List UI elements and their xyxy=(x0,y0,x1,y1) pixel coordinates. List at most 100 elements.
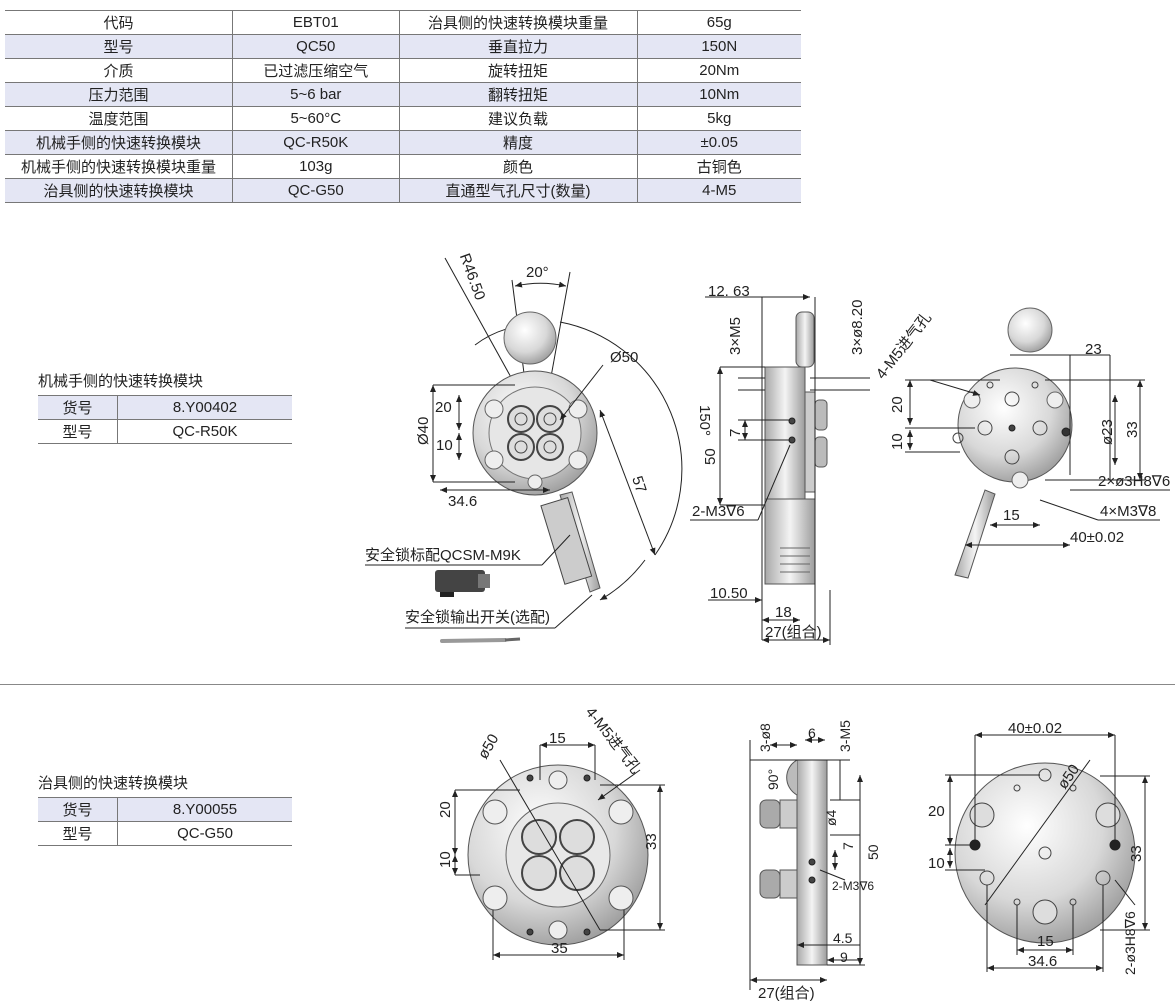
row-value: QC-R50K xyxy=(117,419,292,444)
dim-10: 10 xyxy=(928,855,945,872)
dim-3xm5: 3×M5 xyxy=(727,317,744,355)
spec-key: 代码 xyxy=(5,10,234,35)
dim-d4: ø4 xyxy=(823,809,839,826)
dim-50: 50 xyxy=(702,448,719,465)
robot-front-labels: R46.50 20° Ø50 150° Ø40 20 10 57 34.6 安全… xyxy=(365,251,713,626)
lock-optional-label: 安全锁输出开关(选配) xyxy=(405,608,550,626)
tool-side-table: 货号 8.Y00055 型号 QC-G50 xyxy=(38,797,292,846)
lock-sensor-picture xyxy=(435,570,490,597)
dim-d50: ø50 xyxy=(475,731,503,762)
lock-standard-label: 安全锁标配QCSM-M9K xyxy=(365,546,521,564)
spec-value: 4-M5 xyxy=(637,178,801,203)
dim-15: 15 xyxy=(1037,933,1054,950)
dim-34-6: 34.6 xyxy=(448,493,477,510)
dim-27-combo: 27(组合) xyxy=(765,624,822,641)
dim-4m5-inlet: 4-M5进气孔 xyxy=(582,704,644,777)
dim-20deg: 20° xyxy=(526,264,549,281)
dim-20: 20 xyxy=(928,803,945,820)
table-row: 型号 QC-G50 xyxy=(38,821,292,846)
dim-7: 7 xyxy=(840,842,856,850)
row-label: 型号 xyxy=(38,419,118,444)
spec-key: 直通型气孔尺寸(数量) xyxy=(399,178,638,203)
dim-18: 18 xyxy=(775,604,792,621)
tool-front-view xyxy=(452,742,665,960)
spec-key: 机械手侧的快速转换模块 xyxy=(5,130,234,155)
dim-34-6: 34.6 xyxy=(1028,953,1057,970)
spec-key: 垂直拉力 xyxy=(399,34,638,59)
spec-key: 翻转扭矩 xyxy=(399,82,638,107)
dim-15: 15 xyxy=(549,730,566,747)
dim-6: 6 xyxy=(808,725,816,741)
dim-57: 57 xyxy=(628,474,649,495)
dim-40: 40±0.02 xyxy=(1008,720,1062,737)
spec-value: ±0.05 xyxy=(637,130,801,155)
dim-10: 10 xyxy=(436,437,453,454)
spec-key: 治具侧的快速转换模块 xyxy=(5,178,234,203)
spec-value: 5~60°C xyxy=(232,106,400,131)
spec-value: 已过滤压缩空气 xyxy=(232,58,400,83)
robot-side-view xyxy=(690,294,870,645)
spec-value: 65g xyxy=(637,10,801,35)
tool-side-title: 治具侧的快速转换模块 xyxy=(38,775,189,792)
table-row: 货号 8.Y00402 xyxy=(38,395,292,420)
dim-10: 10 xyxy=(437,851,454,868)
dim-50: 50 xyxy=(865,844,881,860)
table-row: 货号 8.Y00055 xyxy=(38,797,292,822)
robot-side-table: 货号 8.Y00402 型号 QC-R50K xyxy=(38,395,292,444)
row-value: 8.Y00055 xyxy=(117,797,292,822)
dim-10: 10 xyxy=(889,433,906,450)
spec-key: 治具侧的快速转换模块重量 xyxy=(399,10,638,35)
dim-33: 33 xyxy=(643,833,660,850)
dim-33: 33 xyxy=(1124,421,1141,438)
dim-r46: R46.50 xyxy=(456,251,489,302)
dim-20: 20 xyxy=(889,396,906,413)
dim-2m3: 2-M3∇6 xyxy=(692,503,745,520)
robot-front-view xyxy=(365,257,683,629)
robot-side-block: 机械手侧的快速转换模块 货号 8.Y00402 型号 QC-R50K xyxy=(38,370,292,444)
section-divider xyxy=(0,684,1175,685)
spec-value: QC-R50K xyxy=(232,130,400,155)
lock-switch-picture xyxy=(440,637,521,643)
spec-key: 压力范围 xyxy=(5,82,234,107)
row-value: 8.Y00402 xyxy=(117,395,292,420)
dim-2m3: 2-M3∇6 xyxy=(832,879,874,893)
dim-7: 7 xyxy=(727,429,744,437)
spec-key: 颜色 xyxy=(399,154,638,179)
dim-3d8: 3-ø8 xyxy=(757,723,773,752)
dim-9: 9 xyxy=(840,949,848,965)
dim-3xd8: 3×ø8.20 xyxy=(849,300,866,355)
spec-key: 旋转扭矩 xyxy=(399,58,638,83)
spec-value: 10Nm xyxy=(637,82,801,107)
dim-4xm3: 4×M3∇8 xyxy=(1100,503,1156,520)
row-label: 货号 xyxy=(38,797,118,822)
dim-3m5: 3-M5 xyxy=(837,720,853,752)
table-row: 型号 QC-R50K xyxy=(38,419,292,444)
spec-key: 温度范围 xyxy=(5,106,234,131)
row-label: 货号 xyxy=(38,395,118,420)
dim-33: 33 xyxy=(1128,845,1145,862)
dim-90deg: 90° xyxy=(765,769,781,790)
spec-value: 古铜色 xyxy=(637,154,801,179)
robot-side-title: 机械手侧的快速转换模块 xyxy=(38,373,204,390)
spec-value: 5kg xyxy=(637,106,801,131)
dim-d23: ø23 xyxy=(1099,419,1116,445)
dim-d40: Ø40 xyxy=(415,417,432,445)
dim-2d3: 2-ø3H8∇6 xyxy=(1122,911,1138,975)
tool-side-block: 治具侧的快速转换模块 货号 8.Y00055 型号 QC-G50 xyxy=(38,772,292,846)
dim-d50: Ø50 xyxy=(610,349,638,366)
dim-20: 20 xyxy=(435,399,452,416)
dim-4-5: 4.5 xyxy=(833,930,853,946)
tool-side-view xyxy=(749,737,865,990)
robot-side-labels: 12. 63 3×M5 3×ø8.20 7 50 2-M3∇6 10.50 18… xyxy=(692,283,866,641)
spec-value: QC50 xyxy=(232,34,400,59)
dim-2xd3: 2×ø3H8∇6 xyxy=(1098,473,1170,490)
